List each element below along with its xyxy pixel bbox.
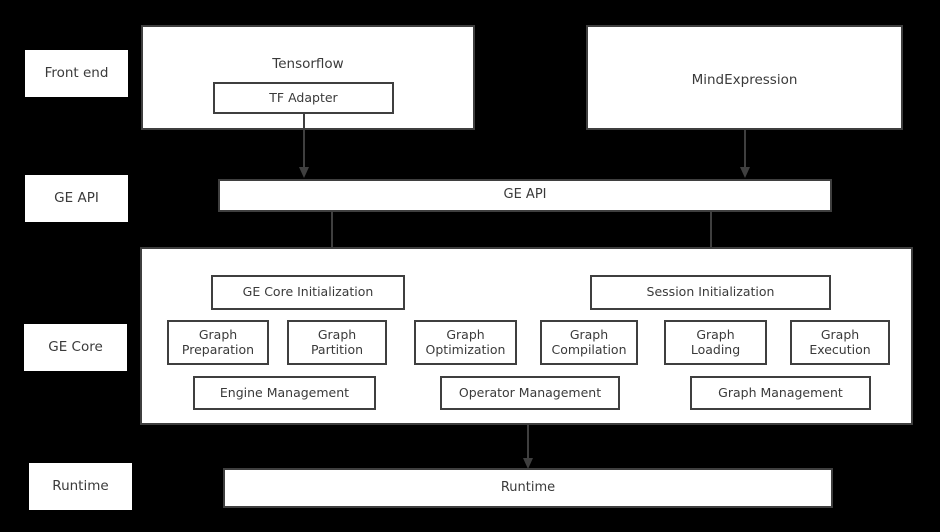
operator-management-label: Operator Management	[458, 384, 602, 400]
graph-preparation-label: Graph Preparation	[181, 327, 255, 357]
graph-optimization-node[interactable]: Graph Optimization	[414, 320, 517, 365]
stage-label-runtime: Runtime	[29, 463, 132, 510]
graph-optimization-label: Graph Optimization	[425, 327, 506, 357]
graph-compilation-node[interactable]: Graph Compilation	[540, 320, 638, 365]
arrow-ge-core-to-runtime	[523, 425, 533, 469]
graph-management-node[interactable]: Graph Management	[690, 376, 871, 410]
runtime-label: Runtime	[500, 479, 556, 495]
session-initialization-node[interactable]: Session Initialization	[590, 275, 831, 310]
ge-api-label: GE API	[503, 187, 547, 203]
stage-label-text: GE Core	[48, 338, 103, 355]
runtime-node[interactable]: Runtime	[223, 468, 833, 508]
tensorflow-group: Tensorflow	[141, 25, 475, 130]
engine-management-node[interactable]: Engine Management	[193, 376, 376, 410]
graph-execution-label: Graph Execution	[809, 327, 871, 357]
stage-label-text: Front end	[44, 64, 109, 81]
tf-adapter-node[interactable]: TF Adapter	[213, 82, 394, 114]
arrow-tf-adapter-to-ge-api	[299, 114, 309, 178]
stage-label-ge-api: GE API	[25, 175, 128, 222]
stage-label-text: GE API	[54, 189, 99, 206]
graph-partition-label: Graph Partition	[310, 327, 364, 357]
mindexpression-title: MindExpression	[691, 72, 798, 88]
stage-label-text: Runtime	[52, 477, 109, 494]
tensorflow-title: Tensorflow	[272, 56, 344, 72]
ge-api-node[interactable]: GE API	[218, 179, 832, 212]
graph-execution-node[interactable]: Graph Execution	[790, 320, 890, 365]
ge-core-initialization-label: GE Core Initialization	[242, 284, 374, 300]
graph-compilation-label: Graph Compilation	[551, 327, 627, 357]
stage-label-front-end: Front end	[25, 50, 128, 97]
graph-management-label: Graph Management	[718, 384, 843, 400]
tf-adapter-label: TF Adapter	[269, 89, 338, 105]
arrow-mindexpression-to-ge-api	[740, 130, 750, 178]
engine-management-label: Engine Management	[219, 384, 350, 400]
operator-management-node[interactable]: Operator Management	[440, 376, 620, 410]
mindexpression-group: MindExpression	[586, 25, 903, 130]
session-initialization-label: Session Initialization	[646, 284, 775, 300]
graph-loading-label: Graph Loading	[690, 327, 741, 357]
stage-label-ge-core: GE Core	[24, 324, 127, 371]
graph-loading-node[interactable]: Graph Loading	[664, 320, 767, 365]
ge-core-initialization-node[interactable]: GE Core Initialization	[211, 275, 405, 310]
graph-preparation-node[interactable]: Graph Preparation	[167, 320, 269, 365]
graph-partition-node[interactable]: Graph Partition	[287, 320, 387, 365]
